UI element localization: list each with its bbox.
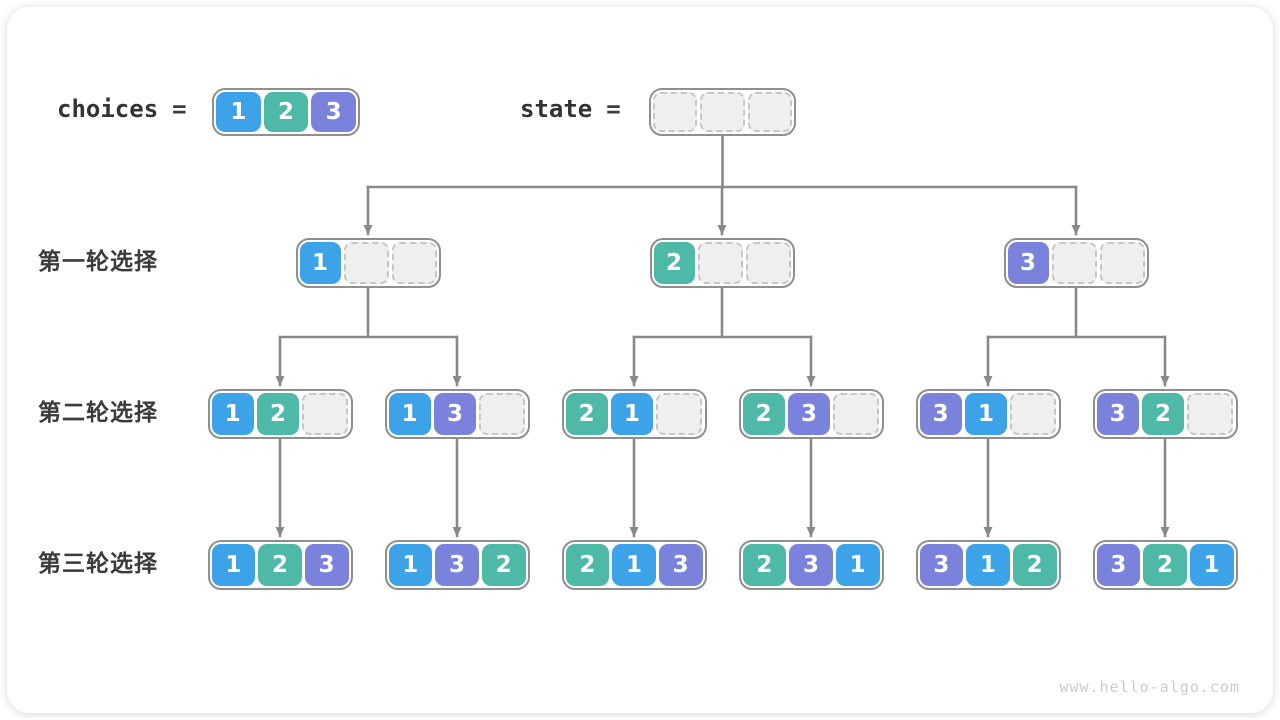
empty-slot	[1051, 242, 1097, 284]
tile-3: 3	[658, 544, 703, 586]
empty-slot	[343, 242, 389, 284]
tile-2: 2	[1141, 393, 1185, 435]
empty-slot	[1187, 393, 1234, 435]
watermark: www.hello-algo.com	[1059, 678, 1240, 696]
tile-3: 3	[919, 544, 964, 586]
tile-3: 3	[1096, 544, 1141, 586]
tile-2: 2	[481, 544, 526, 586]
tile-1: 1	[388, 544, 433, 586]
state-box-round1-1: 1	[295, 238, 441, 288]
tile-2: 2	[258, 544, 302, 586]
empty-slot	[479, 393, 526, 435]
tile-2: 2	[742, 393, 785, 435]
tile-2: 2	[256, 393, 300, 435]
empty-slot	[747, 92, 792, 132]
state-box-round1-3: 3	[1003, 238, 1149, 288]
tile-1: 1	[299, 242, 341, 284]
tile-3: 3	[1096, 393, 1139, 435]
empty-slot	[833, 393, 880, 435]
empty-slot	[656, 393, 703, 435]
tile-3: 3	[789, 544, 833, 586]
tile-3: 3	[304, 544, 349, 586]
tile-1: 1	[612, 544, 656, 586]
empty-slot	[697, 242, 743, 284]
choices-label: choices	[57, 95, 159, 123]
empty-slot	[391, 242, 437, 284]
tile-1: 1	[1189, 544, 1234, 586]
tile-1: 1	[610, 393, 654, 435]
tile-1: 1	[388, 393, 431, 435]
state-label: state	[520, 95, 593, 123]
empty-slot	[1010, 393, 1057, 435]
tile-2: 2	[565, 393, 608, 435]
empty-slot	[653, 92, 698, 132]
empty-slot	[700, 92, 745, 132]
empty-slot	[1099, 242, 1145, 284]
tile-3: 3	[1007, 242, 1049, 284]
tile-3: 3	[433, 393, 477, 435]
tile-2: 2	[565, 544, 610, 586]
choices-header: choices =	[57, 95, 187, 123]
state-header: state =	[520, 95, 621, 123]
tile-1: 1	[216, 92, 261, 132]
round-3-label: 第三轮选择	[38, 551, 158, 577]
round-2-label: 第二轮选择	[38, 400, 158, 426]
state-equals-sign: =	[606, 95, 621, 123]
tile-3: 3	[435, 544, 479, 586]
tile-1: 1	[966, 544, 1010, 586]
tile-1: 1	[211, 544, 256, 586]
tile-2: 2	[653, 242, 695, 284]
tile-3: 3	[787, 393, 831, 435]
tile-1: 1	[964, 393, 1008, 435]
state-box-round1-2: 2	[649, 238, 795, 288]
tile-2: 2	[1143, 544, 1187, 586]
tile-3: 3	[919, 393, 962, 435]
round-1-label: 第一轮选择	[38, 249, 158, 275]
tile-2: 2	[263, 92, 309, 132]
tile-3: 3	[311, 92, 357, 132]
choices-equals-sign: =	[172, 95, 187, 123]
state-box	[649, 88, 796, 136]
tile-1: 1	[835, 544, 880, 586]
empty-slot	[745, 242, 791, 284]
tile-2: 2	[742, 544, 787, 586]
tile-1: 1	[211, 393, 254, 435]
empty-slot	[302, 393, 349, 435]
tile-2: 2	[1012, 544, 1057, 586]
